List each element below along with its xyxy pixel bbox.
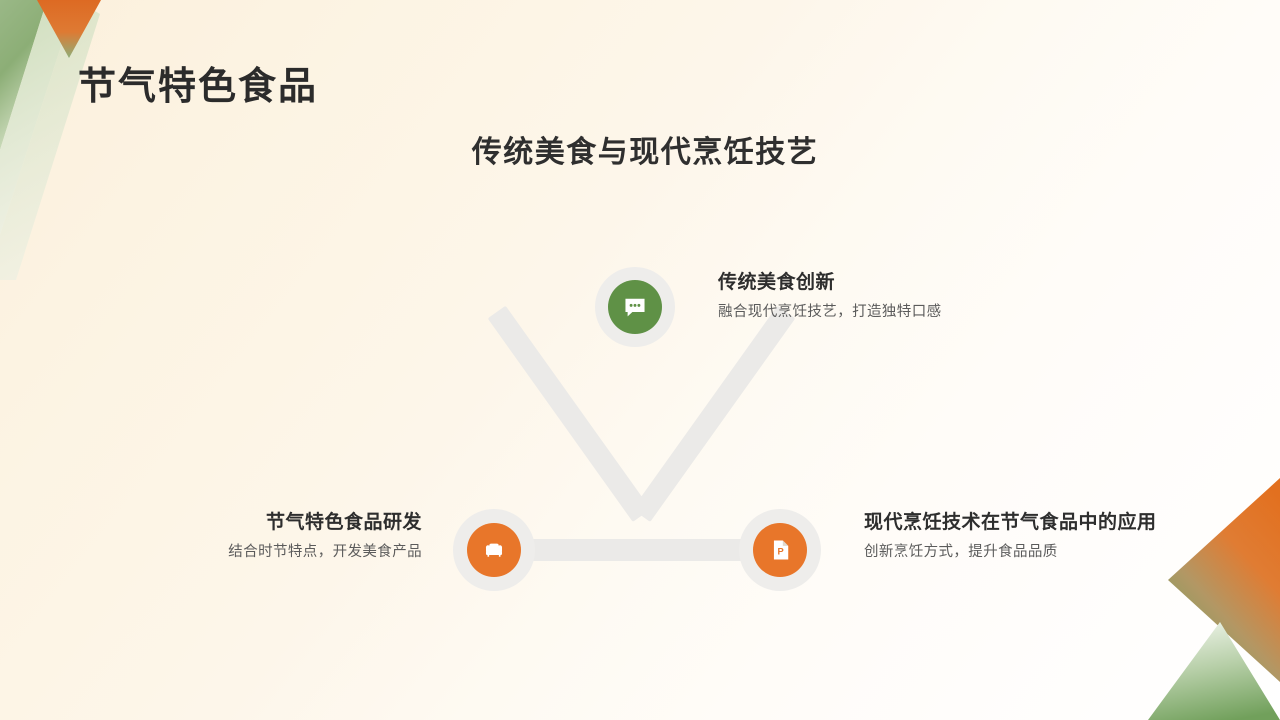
page-title: 节气特色食品	[78, 66, 319, 108]
item-text-top: 传统美食创新 融合现代烹饪技艺，打造独特口感	[718, 272, 942, 321]
item-desc-bottom-right: 创新烹饪方式，提升食品品质	[864, 543, 1058, 560]
section-heading: 传统美食与现代烹饪技艺	[471, 136, 819, 169]
svg-text:P: P	[778, 547, 784, 557]
sofa-icon	[485, 543, 503, 557]
item-title-bottom-left: 节气特色食品研发	[265, 512, 422, 533]
item-desc-bottom-left: 结合时节特点，开发美食产品	[228, 543, 422, 560]
item-text-bottom-left: 节气特色食品研发 结合时节特点，开发美食产品	[228, 512, 422, 561]
node-bottom-right-circle[interactable]: P	[753, 523, 807, 577]
item-text-bottom-right: 现代烹饪技术在节气食品中的应用 创新烹饪方式，提升食品品质	[864, 512, 1157, 561]
ppt-file-icon: P	[773, 540, 789, 560]
chat-bubble-icon	[625, 298, 645, 317]
connector-bottom-edge	[493, 539, 781, 561]
node-bottom-left-circle[interactable]	[467, 523, 521, 577]
node-top-circle[interactable]	[608, 280, 662, 334]
item-title-top: 传统美食创新	[718, 272, 836, 293]
item-desc-top: 融合现代烹饪技艺，打造独特口感	[718, 303, 942, 320]
item-title-bottom-right: 现代烹饪技术在节气食品中的应用	[864, 512, 1157, 533]
